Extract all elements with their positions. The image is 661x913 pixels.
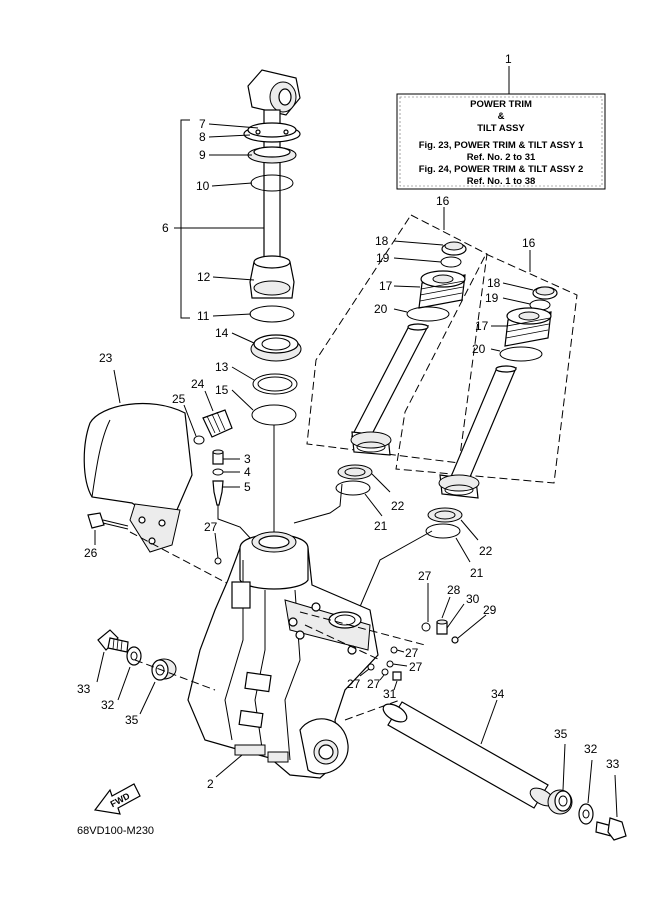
info-box-ref-3: Fig. 24, POWER TRIM & TILT ASSY 2 xyxy=(419,164,584,175)
tilt-pin-tube xyxy=(382,699,555,809)
callout-24: 24 xyxy=(191,377,205,391)
tilt-rod-assembly xyxy=(243,69,302,426)
callout-22-lower: 22 xyxy=(479,544,493,558)
callout-28: 28 xyxy=(447,583,461,597)
callout-30: 30 xyxy=(466,592,480,606)
callout-26: 26 xyxy=(84,546,98,560)
callout-3: 3 xyxy=(244,452,251,466)
callout-21-lower: 21 xyxy=(470,566,484,580)
callout-8: 8 xyxy=(199,130,206,144)
callout-18-lower: 18 xyxy=(487,276,501,290)
callout-5: 5 xyxy=(244,480,251,494)
drawing-code: 68VD100-M230 xyxy=(77,825,154,837)
callout-7: 7 xyxy=(199,117,206,131)
callout-31: 31 xyxy=(383,687,397,701)
callout-27-a: 27 xyxy=(204,520,218,534)
info-box-title-1: POWER TRIM xyxy=(470,99,532,110)
callout-34: 34 xyxy=(491,687,505,701)
callout-29: 29 xyxy=(483,603,497,617)
callout-6: 6 xyxy=(162,221,169,235)
callout-33-left: 33 xyxy=(77,682,91,696)
callout-19-lower: 19 xyxy=(485,291,499,305)
callout-11: 11 xyxy=(197,309,210,323)
callout-35-right: 35 xyxy=(554,727,568,741)
callout-27-e: 27 xyxy=(347,677,361,691)
callout-19-upper: 19 xyxy=(376,251,390,265)
callout-12: 12 xyxy=(197,270,211,284)
callout-14: 14 xyxy=(215,326,229,340)
callout-15: 15 xyxy=(215,383,229,397)
left-fasteners xyxy=(96,629,216,715)
info-box: POWER TRIM & TILT ASSY Fig. 23, POWER TR… xyxy=(396,93,606,190)
callout-33-right: 33 xyxy=(606,757,620,771)
callout-27-c: 27 xyxy=(405,646,419,660)
callout-20-lower: 20 xyxy=(472,342,486,356)
callout-25: 25 xyxy=(172,392,186,406)
callout-18-upper: 18 xyxy=(375,234,389,248)
callout-16-lower: 16 xyxy=(522,236,536,250)
callout-10: 10 xyxy=(196,179,210,193)
callout-4: 4 xyxy=(244,465,251,479)
info-box-ref-2: Ref. No. 2 to 31 xyxy=(467,152,536,163)
right-fasteners xyxy=(547,743,627,841)
callout-9: 9 xyxy=(199,148,206,162)
trim-cylinder-2 xyxy=(438,286,558,499)
callout-21-upper: 21 xyxy=(374,519,388,533)
callout-20-upper: 20 xyxy=(374,302,388,316)
callout-35-left: 35 xyxy=(125,713,139,727)
callout-22-upper: 22 xyxy=(391,499,405,513)
trim-cylinder-1 xyxy=(350,241,467,456)
callout-13: 13 xyxy=(215,360,229,374)
callout-2: 2 xyxy=(207,777,214,791)
callout-16-upper: 16 xyxy=(436,194,450,208)
callout-17-upper: 17 xyxy=(379,279,393,293)
info-box-title-3: TILT ASSY xyxy=(477,123,525,134)
info-box-ref-4: Ref. No. 1 to 38 xyxy=(467,176,536,187)
callout-32-left: 32 xyxy=(101,698,115,712)
info-box-ref-1: Fig. 23, POWER TRIM & TILT ASSY 1 xyxy=(419,140,584,151)
callout-1: 1 xyxy=(505,52,512,66)
callout-32-right: 32 xyxy=(584,742,598,756)
callout-17-lower: 17 xyxy=(475,319,489,333)
callout-27-b: 27 xyxy=(418,569,432,583)
cover xyxy=(83,369,193,553)
callout-27-d: 27 xyxy=(409,660,423,674)
main-body xyxy=(187,531,379,779)
fwd-arrow: FWD xyxy=(93,783,141,815)
callout-27-f: 27 xyxy=(367,677,381,691)
info-box-title-2: & xyxy=(498,111,505,122)
callout-23: 23 xyxy=(99,351,113,365)
